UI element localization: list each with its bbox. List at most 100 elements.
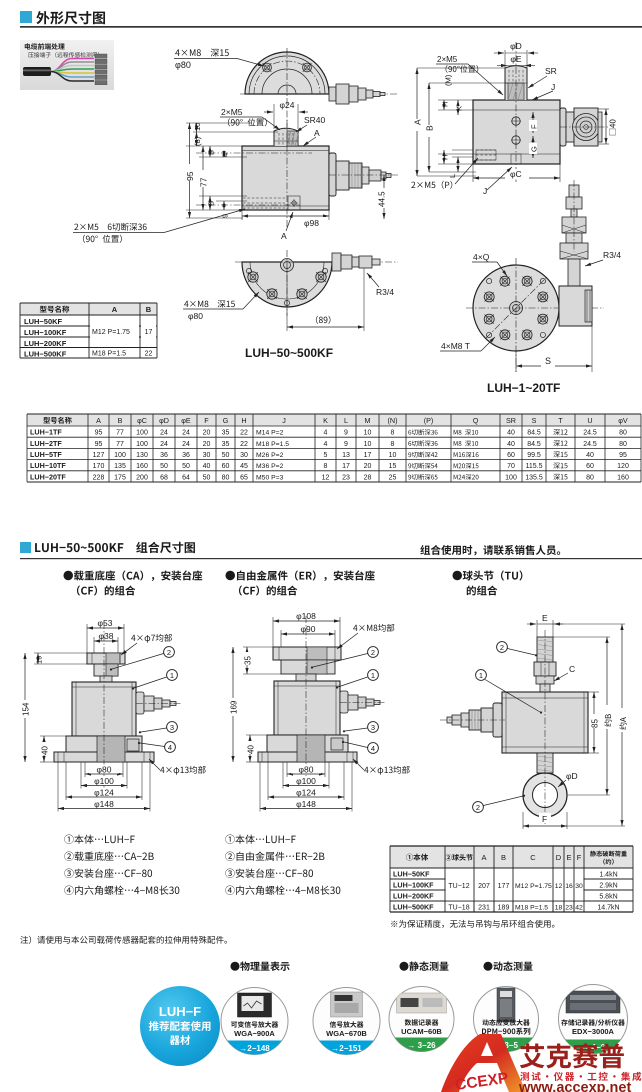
svg-text:φ124: φ124 [94,788,114,798]
svg-text:70: 70 [507,463,515,470]
svg-text:(P): (P) [424,416,434,425]
svg-text:22: 22 [145,351,153,358]
svg-text:B: B [207,201,216,206]
svg-text:24: 24 [160,430,168,437]
svg-text:35: 35 [222,441,230,448]
svg-text:LUH−20TF: LUH−20TF [30,472,66,481]
svg-text:H: H [441,155,450,160]
svg-text:M18 P=1.5: M18 P=1.5 [92,351,126,358]
svg-text:F: F [530,124,539,129]
svg-text:16: 16 [565,883,573,890]
svg-text:95: 95 [185,171,195,181]
svg-text:95: 95 [95,441,103,448]
svg-text:www.accexp.net: www.accexp.net [518,1080,631,1092]
svg-text:M14 P=2: M14 P=2 [256,430,284,437]
svg-text:24: 24 [160,441,168,448]
svg-text:φ80: φ80 [97,765,112,775]
svg-text:φ38: φ38 [99,631,114,641]
svg-text:30: 30 [575,883,583,890]
svg-text:99.5: 99.5 [527,452,541,459]
svg-text:J: J [551,82,555,92]
svg-text:WGA−670B: WGA−670B [326,1029,367,1038]
svg-text:2×M5: 2×M5 [437,55,458,64]
svg-text:4: 4 [168,743,172,752]
svg-text:95: 95 [619,452,627,459]
svg-text:M12 P=1.75: M12 P=1.75 [92,329,130,336]
svg-text:175: 175 [114,474,126,481]
svg-text:127: 127 [93,452,105,459]
svg-text:→2−151: →2−151 [331,1044,362,1053]
svg-text:LUH−100KF: LUH−100KF [24,328,67,337]
svg-text:17: 17 [342,463,350,470]
svg-text:(8): (8) [193,136,202,146]
svg-text:F: F [204,416,209,425]
svg-text:50: 50 [160,463,168,470]
svg-text:50: 50 [182,463,190,470]
svg-text:M18 P=1.5: M18 P=1.5 [256,441,289,448]
svg-text:12: 12 [322,474,330,481]
svg-text:2.9kN: 2.9kN [599,883,617,890]
svg-text:40: 40 [507,441,515,448]
svg-text:2: 2 [476,803,480,812]
svg-text:5: 5 [324,452,328,459]
svg-text:40: 40 [507,430,515,437]
svg-text:Q: Q [473,416,479,425]
svg-text:G: G [223,416,229,425]
svg-text:φ100: φ100 [296,776,316,786]
svg-text:EDX−3000A: EDX−3000A [572,1027,614,1036]
svg-text:2: 2 [500,643,504,652]
svg-text:2: 2 [167,648,171,657]
svg-text:228: 228 [93,474,105,481]
svg-text:φ98: φ98 [304,218,319,228]
svg-text:M18 P=1.5: M18 P=1.5 [515,905,548,912]
svg-text:22: 22 [240,430,248,437]
svg-text:S: S [545,356,551,366]
svg-text:B: B [501,853,506,862]
svg-text:A: A [314,128,320,138]
svg-text:φC: φC [137,416,147,425]
svg-text:LUH−100KF: LUH−100KF [393,881,434,890]
svg-text:23: 23 [342,474,350,481]
svg-text:12: 12 [555,883,563,890]
svg-text:LUH−500KF: LUH−500KF [24,350,67,359]
svg-text:LUH−200KF: LUH−200KF [24,339,67,348]
svg-text:φ24: φ24 [280,100,295,110]
svg-text:φC: φC [510,169,522,179]
svg-text:3: 3 [371,723,375,732]
svg-text:44.5: 44.5 [378,191,387,207]
svg-text:20: 20 [203,441,211,448]
svg-text:WGA−900A: WGA−900A [234,1029,275,1038]
svg-text:100: 100 [114,452,126,459]
svg-text:M50 P=3: M50 P=3 [256,474,284,481]
svg-text:3: 3 [170,723,174,732]
svg-text:M36 P=2: M36 P=2 [256,463,284,470]
svg-text:φ80: φ80 [299,765,314,775]
svg-text:F: F [542,814,547,824]
svg-text:135.5: 135.5 [525,474,543,481]
svg-text:77: 77 [199,177,209,187]
svg-text:φ90: φ90 [301,624,316,634]
svg-text:K: K [323,416,328,425]
svg-text:4: 4 [221,153,230,157]
svg-text:28: 28 [364,474,372,481]
svg-text:H: H [241,416,246,425]
svg-text:100: 100 [505,474,517,481]
svg-text:1: 1 [170,671,174,680]
svg-text:4: 4 [324,441,328,448]
svg-text:8: 8 [391,430,395,437]
svg-text:E: E [542,613,548,623]
svg-text:LUH−50KF: LUH−50KF [393,870,430,879]
svg-text:(M): (M) [444,74,453,86]
svg-text:35: 35 [244,656,253,665]
svg-text:42: 42 [575,905,583,912]
svg-text:4×M8 T: 4×M8 T [441,341,470,351]
svg-text:φ100: φ100 [94,776,114,786]
svg-text:15: 15 [389,463,397,470]
svg-text:10: 10 [193,123,202,131]
svg-text:1.4kN: 1.4kN [599,872,617,879]
svg-text:LUH−500KF: LUH−500KF [393,903,434,912]
svg-text:1: 1 [371,671,375,680]
svg-text:LUH−10TF: LUH−10TF [30,461,66,470]
svg-text:200: 200 [136,474,148,481]
svg-text:13: 13 [342,452,350,459]
